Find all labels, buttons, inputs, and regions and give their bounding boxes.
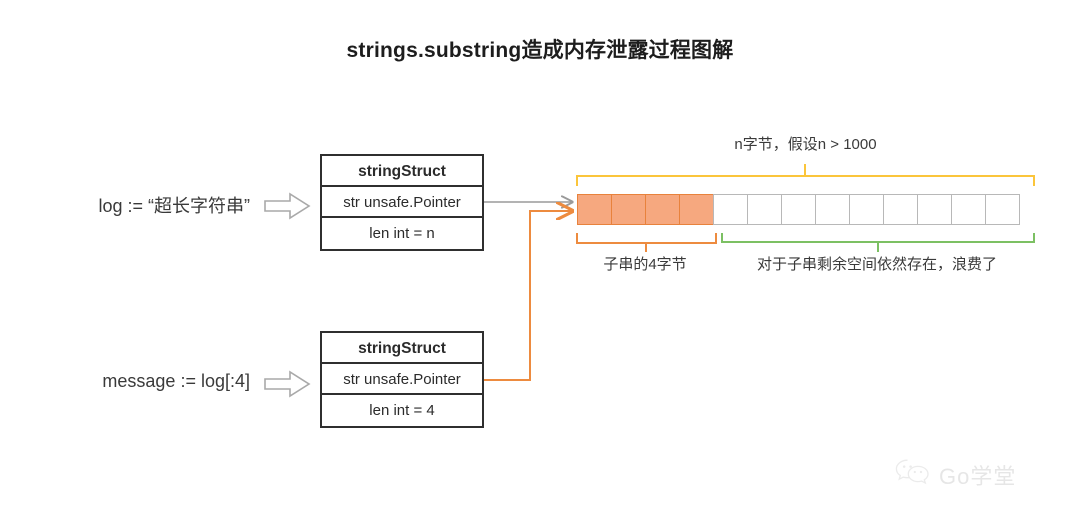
memory-cell-free <box>917 194 952 225</box>
expression-log: log := “超长字符串” <box>98 196 250 216</box>
memory-cell-free <box>849 194 884 225</box>
wechat-logo-icon <box>893 457 933 492</box>
memory-cell-used <box>577 194 612 225</box>
memory-cell-free <box>985 194 1020 225</box>
string-struct-log: stringStruct str unsafe.Pointer len int … <box>320 154 484 251</box>
bracket-substring-bytes <box>576 233 717 244</box>
struct-header: stringStruct <box>322 333 482 364</box>
watermark: Go学堂 <box>893 457 1016 492</box>
bracket-total-bytes <box>576 175 1035 186</box>
memory-cell-free <box>815 194 850 225</box>
struct-pointer-field: str unsafe.Pointer <box>322 364 482 395</box>
annotation-substring-bytes: 子串的4字节 <box>603 256 687 273</box>
watermark-text: Go学堂 <box>939 463 1017 489</box>
memory-cell-free <box>713 194 748 225</box>
annotation-total-bytes: n字节，假设n > 1000 <box>734 136 877 153</box>
struct-len-field: len int = n <box>369 225 435 242</box>
block-arrow-right-icon <box>263 191 311 221</box>
expression-message: message := log[:4] <box>102 371 250 391</box>
memory-cell-free <box>951 194 986 225</box>
struct-pointer-field: str unsafe.Pointer <box>322 187 482 218</box>
memory-cell-used <box>611 194 646 225</box>
bracket-wasted-bytes <box>721 233 1035 243</box>
struct-len-field: len int = 4 <box>369 402 435 419</box>
memory-cell-free <box>747 194 782 225</box>
annotation-wasted-space: 对于子串剩余空间依然存在，浪费了 <box>756 256 997 273</box>
page-title: strings.substring造成内存泄露过程图解 <box>346 39 734 62</box>
string-struct-message: stringStruct str unsafe.Pointer len int … <box>320 331 484 428</box>
memory-cell-used <box>679 194 714 225</box>
block-arrow-right-icon-2 <box>263 369 311 399</box>
memory-array <box>577 194 1020 225</box>
pointer-line-message <box>484 211 572 381</box>
struct-header: stringStruct <box>322 156 482 187</box>
memory-cell-used <box>645 194 680 225</box>
memory-cell-free <box>781 194 816 225</box>
memory-cell-free <box>883 194 918 225</box>
